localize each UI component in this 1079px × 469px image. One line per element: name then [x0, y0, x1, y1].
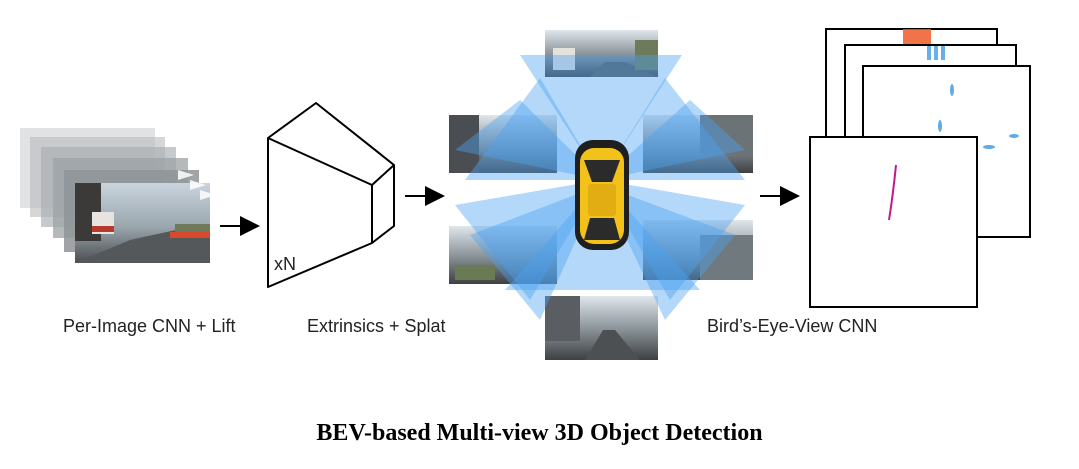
front-camera-image	[75, 183, 210, 263]
lift-frustum-shape	[267, 102, 395, 288]
camera-image-stack	[20, 128, 216, 263]
camera-front-right	[643, 115, 753, 173]
ego-car-icon	[575, 140, 629, 250]
camera-front-left	[449, 115, 557, 173]
camera-back	[545, 296, 658, 360]
multiplier-label: xN	[274, 254, 296, 274]
camera-front	[545, 30, 658, 77]
stage3-label: Bird’s-Eye-View CNN	[707, 316, 878, 336]
camera-frustums	[455, 55, 745, 320]
splat-view	[449, 30, 753, 360]
stage2-label: Extrinsics + Splat	[307, 316, 446, 336]
camera-back-right	[643, 220, 753, 280]
stage1-label: Per-Image CNN + Lift	[63, 316, 236, 336]
figure-caption: BEV-based Multi-view 3D Object Detection	[316, 420, 763, 446]
bev-output-stack	[809, 28, 1031, 308]
camera-back-left	[449, 226, 557, 284]
